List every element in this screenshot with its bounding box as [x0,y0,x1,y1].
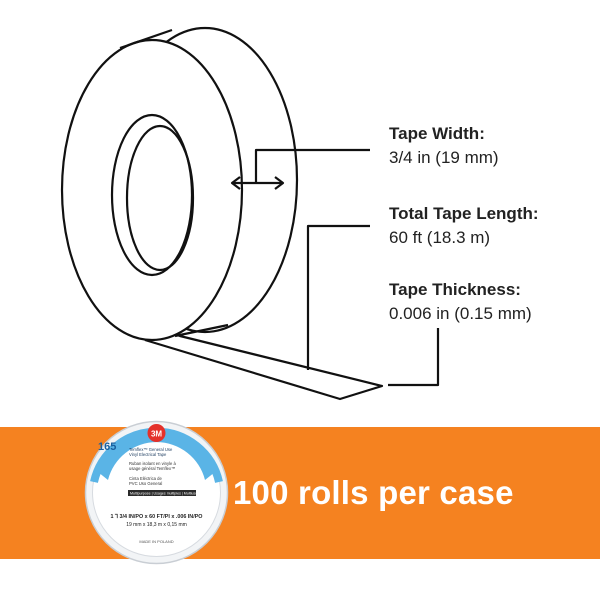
length-dimension [306,224,370,370]
3m-logo-icon [147,424,166,442]
svg-text:PVC Uso General: PVC Uso General [129,481,162,486]
svg-text:Vinyl Electrical Tape: Vinyl Electrical Tape [129,452,167,457]
svg-text:Ruban isolant en vinyle à: Ruban isolant en vinyle à [129,461,176,466]
tape-length-spec: Total Tape Length: 60 ft (18.3 m) [389,202,539,250]
tape-thickness-spec: Tape Thickness: 0.006 in (0.15 mm) [389,278,532,326]
tape-roll-diagram [60,26,440,401]
svg-text:Temflex™ General Use: Temflex™ General Use [129,447,173,452]
thickness-dimension [388,328,440,387]
banner-text: 100 rolls per case [233,474,514,511]
roll-core-inner [125,124,195,272]
brand-logo-text: 3M [151,430,162,439]
svg-text:1 ⅂ 3/4 IN/PO x 60 FT/PI x .00: 1 ⅂ 3/4 IN/PO x 60 FT/PI x .006 IN/PO [111,513,203,520]
spec-value: 60 ft (18.3 m) [389,228,491,247]
svg-text:19 mm x 18,3 m x 0,15 mm: 19 mm x 18,3 m x 0,15 mm [126,522,187,528]
svg-text:Cinta Eléctrica de: Cinta Eléctrica de [129,476,162,481]
tape-roll-photo-icon: 3M 165 Temflex™ General Use Vinyl Electr… [84,420,229,565]
spec-value: 3/4 in (19 mm) [389,148,499,167]
svg-text:MADE IN POLAND: MADE IN POLAND [139,539,173,544]
spec-heading: Tape Width: [389,124,485,143]
spec-heading: Total Tape Length: [389,204,539,223]
product-number: 165 [98,441,116,453]
svg-text:Multipurpose | Usages multiple: Multipurpose | Usages multiples | Multiu… [130,492,199,496]
tape-strip [144,323,384,401]
svg-text:usage général Temflex™: usage général Temflex™ [129,466,175,471]
spec-heading: Tape Thickness: [389,280,521,299]
spec-value: 0.006 in (0.15 mm) [389,304,532,323]
tape-width-spec: Tape Width: 3/4 in (19 mm) [389,122,499,170]
